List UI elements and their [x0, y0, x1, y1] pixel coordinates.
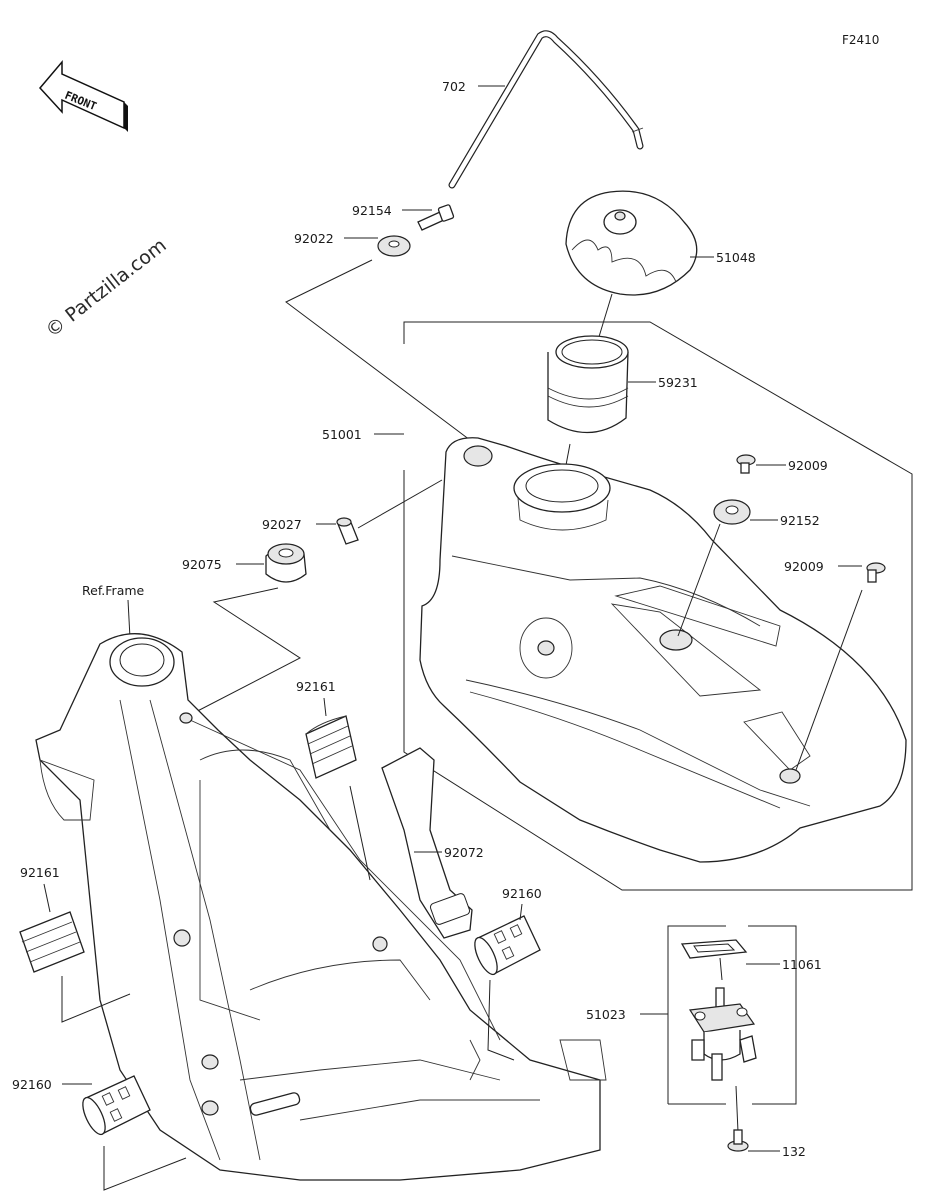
label-51048: 51048 [716, 250, 756, 265]
label-92075: 92075 [182, 557, 222, 572]
band-92072[interactable] [381, 747, 473, 939]
gasket-11061[interactable] [680, 939, 748, 959]
fuel-cock-51023[interactable] [688, 987, 757, 1081]
frame-ref[interactable] [35, 633, 607, 1181]
label-92161-upper: 92161 [296, 679, 336, 694]
label-92027: 92027 [262, 517, 302, 532]
damper-92161-upper[interactable] [305, 715, 357, 779]
screw-132[interactable] [727, 1129, 749, 1152]
grommet-92152[interactable] [713, 499, 751, 525]
front-arrow-icon: FRONT [39, 59, 128, 132]
collar-92027[interactable] [336, 517, 359, 545]
breather-hose-702[interactable] [448, 30, 644, 189]
label-132: 132 [782, 1144, 806, 1159]
label-51023: 51023 [586, 1007, 626, 1022]
label-92160-right: 92160 [502, 886, 542, 901]
screw-92009-right[interactable] [866, 562, 886, 583]
label-11061: 11061 [782, 957, 822, 972]
label-92154: 92154 [352, 203, 392, 218]
damper-92075[interactable] [265, 543, 307, 583]
label-59231: 59231 [658, 375, 698, 390]
label-92022: 92022 [294, 231, 334, 246]
watermark: © Partzilla.com [42, 234, 171, 342]
diagram-code: F2410 [842, 33, 879, 47]
label-92009-right: 92009 [784, 559, 824, 574]
bolt-92154[interactable] [417, 204, 455, 231]
fuel-tank-51001[interactable] [419, 437, 907, 863]
filler-neck-59231[interactable] [547, 335, 629, 434]
bracket-51023 [667, 925, 726, 1104]
label-92161-left: 92161 [20, 865, 60, 880]
ref-frame-label: Ref.Frame [82, 583, 145, 598]
label-92009-top: 92009 [788, 458, 828, 473]
damper-92160-lower[interactable] [78, 1075, 151, 1138]
label-702: 702 [442, 79, 466, 94]
label-92160-lower: 92160 [12, 1077, 52, 1092]
damper-92160-right[interactable] [470, 915, 541, 978]
label-51001: 51001 [322, 427, 362, 442]
fuel-cap-51048[interactable] [565, 190, 698, 296]
damper-92161-left[interactable] [19, 911, 85, 973]
washer-92022[interactable] [377, 235, 411, 257]
label-92072: 92072 [444, 845, 484, 860]
screw-92009-top[interactable] [736, 454, 756, 474]
label-92152: 92152 [780, 513, 820, 528]
